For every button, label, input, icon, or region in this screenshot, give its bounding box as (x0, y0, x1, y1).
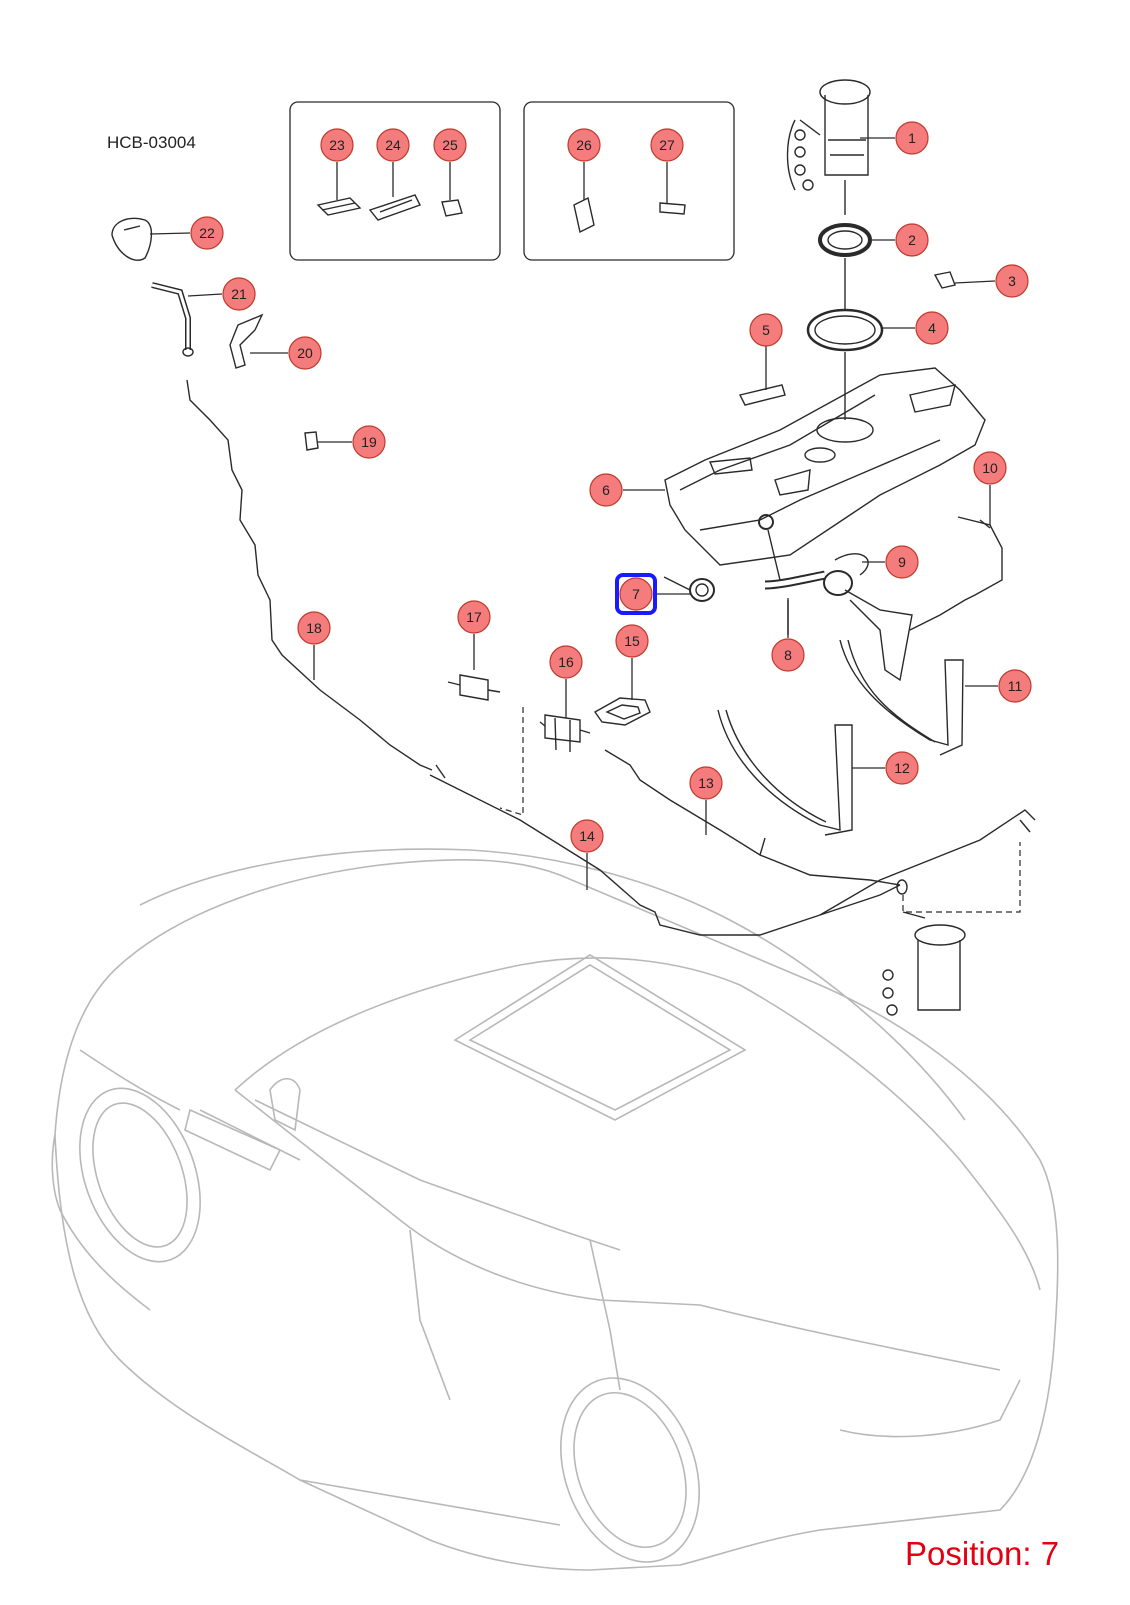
callout-number: 20 (297, 345, 313, 361)
callout-circle (549, 645, 583, 679)
callout-27[interactable]: 27 (650, 128, 684, 162)
callout-number: 17 (466, 609, 482, 625)
callout-17[interactable]: 17 (457, 600, 491, 634)
callout-circle (457, 600, 491, 634)
callout-3[interactable]: 3 (995, 264, 1029, 298)
callout-number: 13 (698, 775, 714, 791)
callout-number: 8 (784, 647, 792, 663)
callout-circle (570, 819, 604, 853)
callout-number: 10 (982, 460, 998, 476)
callout-19[interactable]: 19 (352, 425, 386, 459)
callout-number: 11 (1008, 678, 1023, 694)
callout-number: 27 (659, 137, 675, 153)
callout-9[interactable]: 9 (885, 545, 919, 579)
callout-number: 24 (385, 137, 401, 153)
callout-circle (998, 669, 1032, 703)
callout-6[interactable]: 6 (589, 473, 623, 507)
callout-8[interactable]: 8 (771, 638, 805, 672)
callout-circle (995, 264, 1029, 298)
callout-circle (619, 577, 653, 611)
callout-26[interactable]: 26 (567, 128, 601, 162)
car-outline (51, 848, 1059, 1571)
diagram-code: HCB-03004 (107, 133, 196, 152)
callout-number: 26 (576, 137, 592, 153)
callout-4[interactable]: 4 (915, 311, 949, 345)
callout-circle (895, 223, 929, 257)
callout-number: 21 (231, 286, 247, 302)
callout-number: 9 (898, 554, 906, 570)
callout-23[interactable]: 23 (320, 128, 354, 162)
callout-circle (190, 216, 224, 250)
callout-number: 6 (602, 482, 610, 498)
callout-circle (320, 128, 354, 162)
callout-12[interactable]: 12 (885, 751, 919, 785)
callout-circle (222, 277, 256, 311)
leader-lines (149, 137, 998, 890)
callout-2[interactable]: 2 (895, 223, 929, 257)
callout-circle (288, 336, 322, 370)
callout-number: 2 (908, 232, 916, 248)
callout-20[interactable]: 20 (288, 336, 322, 370)
callout-number: 12 (894, 760, 910, 776)
callout-number: 18 (306, 620, 322, 636)
callout-circle (749, 313, 783, 347)
callout-circle (352, 425, 386, 459)
callout-number: 16 (558, 654, 574, 670)
callout-number: 25 (442, 137, 458, 153)
callout-circle (615, 624, 649, 658)
kit-boxes (289, 101, 735, 261)
callout-18[interactable]: 18 (297, 611, 331, 645)
callout-number: 15 (624, 633, 640, 649)
callout-circle (885, 751, 919, 785)
callout-16[interactable]: 16 (549, 645, 583, 679)
callout-number: 23 (329, 137, 345, 153)
callout-circle (689, 766, 723, 800)
callout-circle (650, 128, 684, 162)
callout-21[interactable]: 21 (222, 277, 256, 311)
callout-7[interactable]: 7 (615, 573, 657, 615)
callout-number: 19 (361, 434, 377, 450)
position-label: Position: 7 (905, 1535, 1060, 1572)
callout-25[interactable]: 25 (433, 128, 467, 162)
callout-number: 3 (1008, 273, 1016, 289)
callout-circle (895, 121, 929, 155)
callout-circle (973, 451, 1007, 485)
callout-11[interactable]: 11 (998, 669, 1032, 703)
callout-number: 22 (199, 225, 215, 241)
callout-circle (885, 545, 919, 579)
callout-22[interactable]: 22 (190, 216, 224, 250)
callout-circle (433, 128, 467, 162)
callout-circle (915, 311, 949, 345)
callout-circle (376, 128, 410, 162)
callout-24[interactable]: 24 (376, 128, 410, 162)
callout-number: 14 (579, 828, 595, 844)
callout-14[interactable]: 14 (570, 819, 604, 853)
callout-circle (567, 128, 601, 162)
callout-circle (771, 638, 805, 672)
callout-number: 7 (632, 586, 640, 602)
callout-13[interactable]: 13 (689, 766, 723, 800)
callout-1[interactable]: 1 (895, 121, 929, 155)
callout-number: 1 (908, 130, 916, 146)
part-illustrations (111, 79, 1036, 1016)
callout-15[interactable]: 15 (615, 624, 649, 658)
callout-5[interactable]: 5 (749, 313, 783, 347)
callout-circle (297, 611, 331, 645)
callout-10[interactable]: 10 (973, 451, 1007, 485)
callout-number: 4 (928, 320, 936, 336)
callout-number: 5 (762, 322, 770, 338)
callout-circle (589, 473, 623, 507)
